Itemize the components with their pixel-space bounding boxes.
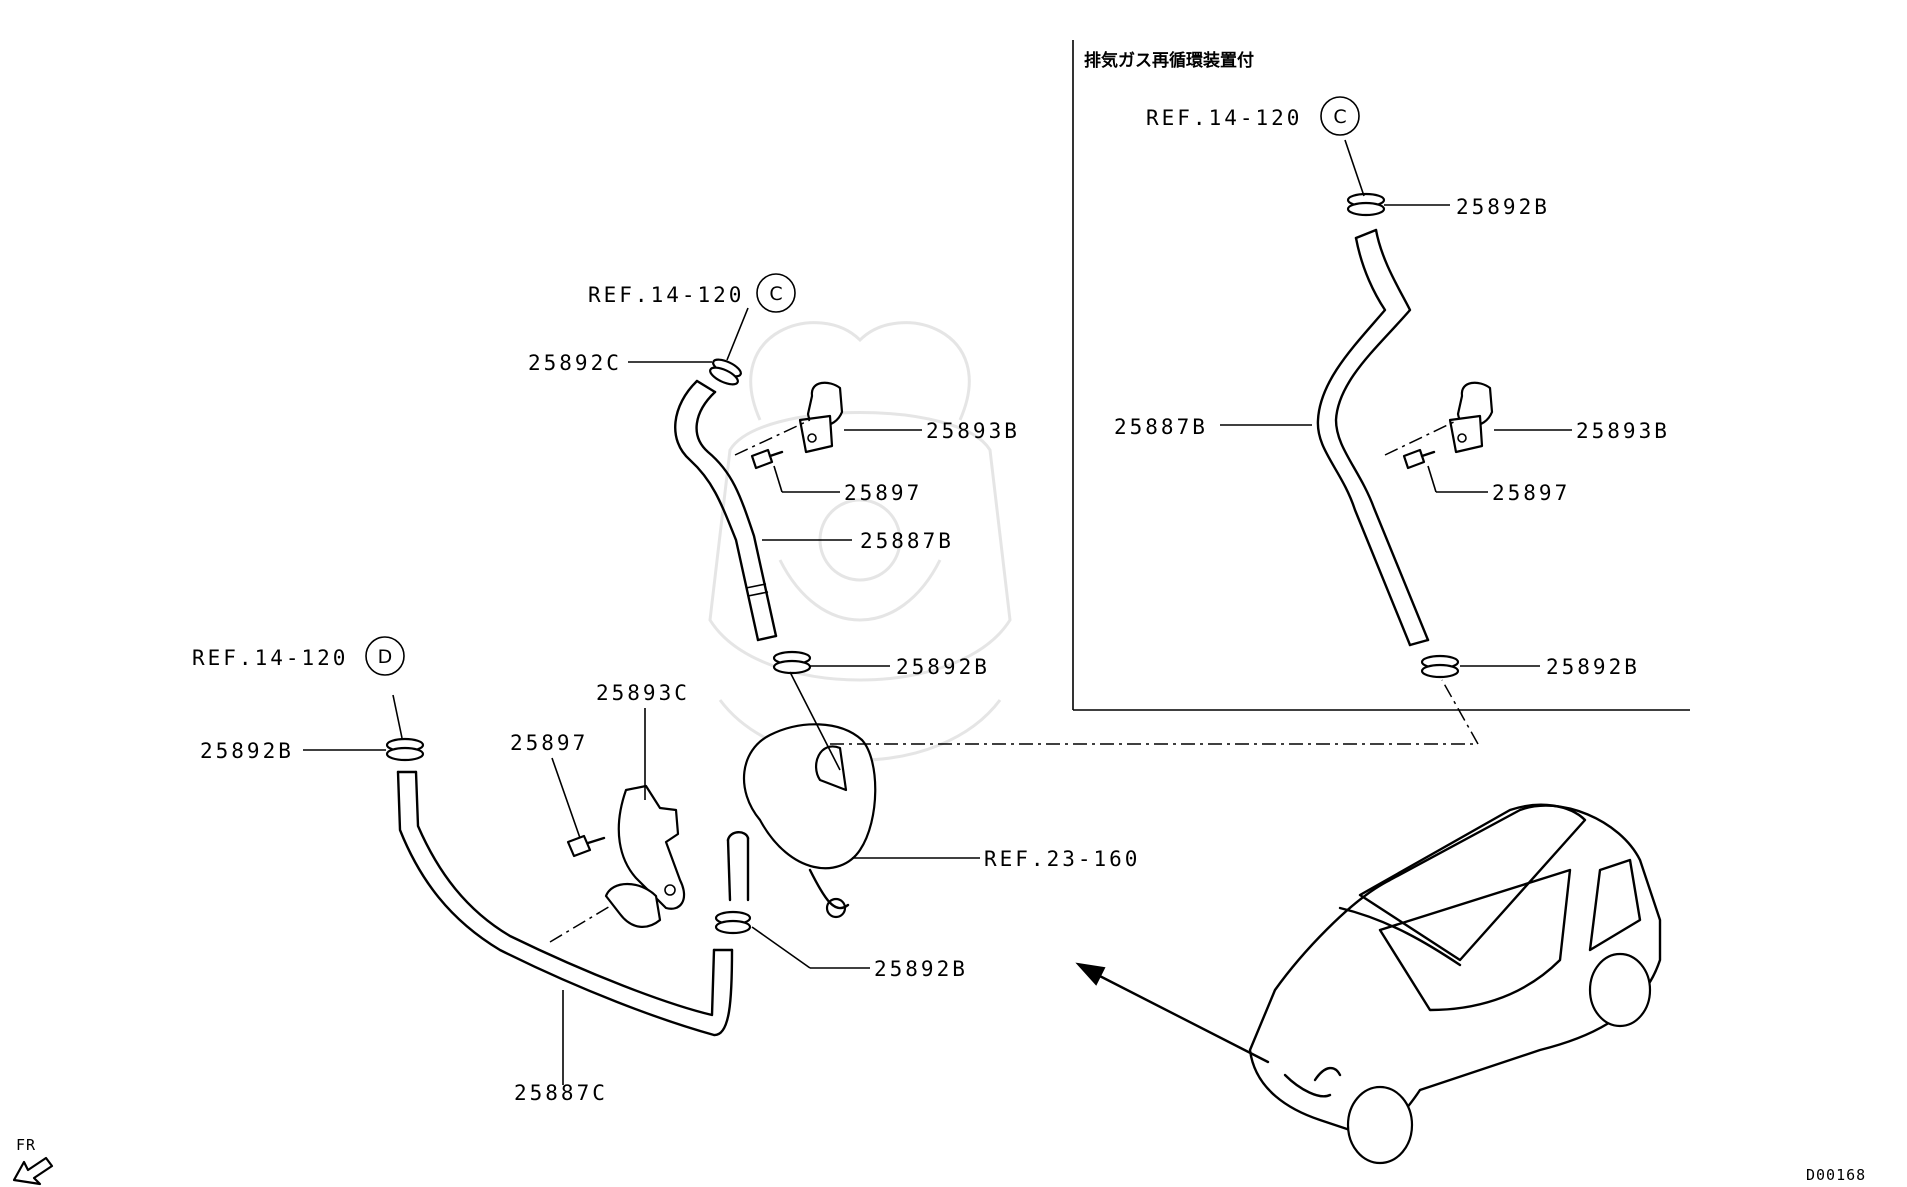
label-25892b-left: 25892B	[200, 739, 294, 763]
ref-23-160: REF.23-160	[984, 847, 1140, 871]
connection-lines	[392, 139, 1479, 943]
inset-frame	[1072, 40, 1690, 711]
clip-bracket-25893b-main	[798, 381, 844, 454]
label-25892b-inset-upper: 25892B	[1456, 195, 1550, 219]
circle-callout-c-main: C	[756, 273, 796, 313]
label-25892c: 25892C	[528, 351, 622, 375]
clamp-25892b-main-lower	[714, 910, 752, 935]
bolt-25897-main	[750, 448, 784, 470]
clip-bracket-25893b-inset	[1448, 381, 1494, 454]
label-25892b-main-upper: 25892B	[896, 655, 990, 679]
clamp-25892b-inset-lower	[1420, 654, 1460, 679]
label-25897-left: 25897	[510, 731, 588, 755]
label-25887b-inset: 25887B	[1114, 415, 1208, 439]
front-direction-label: FR	[16, 1136, 36, 1154]
front-direction-indicator	[12, 1156, 54, 1186]
label-25893b-inset: 25893B	[1576, 419, 1670, 443]
label-25887b-main: 25887B	[860, 529, 954, 553]
leader-lines	[303, 204, 1572, 1085]
ref-14-120-left: REF.14-120	[192, 646, 348, 670]
clamp-25892b-inset-upper	[1346, 192, 1386, 217]
svg-text:C: C	[769, 283, 782, 305]
diagram-code: D00168	[1806, 1166, 1866, 1184]
label-25892b-main-lower: 25892B	[874, 957, 968, 981]
label-25893b-main: 25893B	[926, 419, 1020, 443]
canister-ref-23-160	[726, 723, 877, 919]
svg-text:D: D	[378, 646, 393, 668]
clamp-25892b-left	[385, 737, 425, 762]
label-25887c: 25887C	[514, 1081, 608, 1105]
circle-callout-d-left: D	[365, 636, 405, 676]
ref-14-120-inset: REF.14-120	[1146, 106, 1302, 130]
inset-title: 排気ガス再循環装置付	[1084, 50, 1254, 71]
hose-25887c	[396, 770, 734, 1037]
hose-25887b-inset	[1316, 228, 1430, 647]
circle-callout-c-inset: C	[1320, 96, 1360, 136]
bracket-25893c	[604, 784, 686, 928]
clamp-25892c	[709, 358, 742, 386]
clamp-25892b-main-upper	[772, 650, 812, 675]
label-25897-main: 25897	[844, 481, 922, 505]
bolt-25897-left	[566, 834, 606, 858]
location-arrow	[1075, 962, 1270, 1064]
hose-25887b-main	[674, 379, 778, 642]
label-25892b-inset-lower: 25892B	[1546, 655, 1640, 679]
vehicle-illustration	[1248, 803, 1662, 1165]
svg-text:C: C	[1333, 106, 1346, 128]
label-25893c: 25893C	[596, 681, 690, 705]
ref-14-120-main: REF.14-120	[588, 283, 744, 307]
bolt-25897-inset	[1402, 448, 1436, 470]
label-25897-inset: 25897	[1492, 481, 1570, 505]
